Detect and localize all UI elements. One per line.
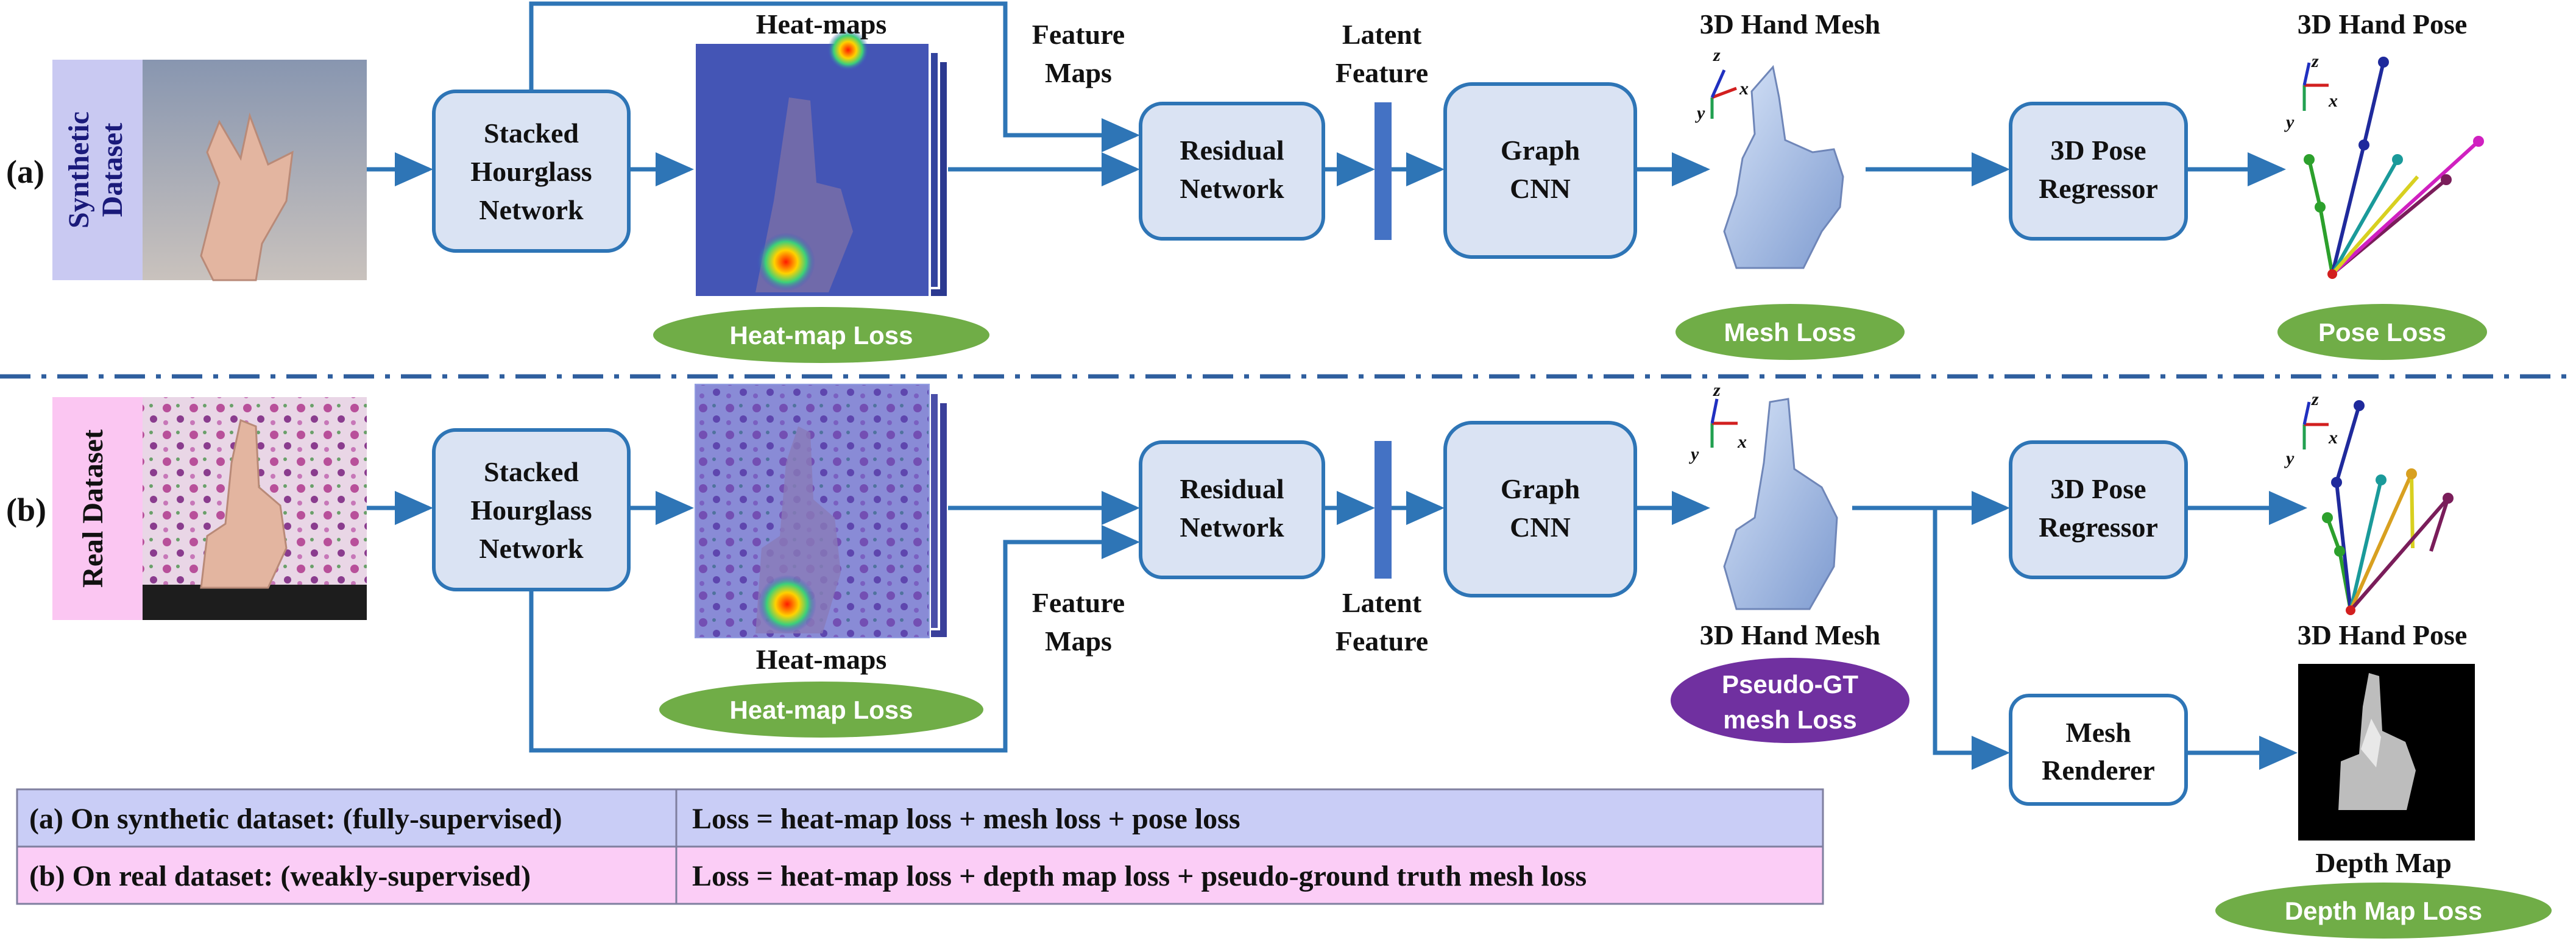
hand-mesh-label-a: 3D Hand Mesh bbox=[1700, 9, 1880, 40]
svg-text:Maps: Maps bbox=[1045, 626, 1112, 657]
depth-map-loss: Depth Map Loss bbox=[2215, 883, 2552, 939]
residual-network-b: Residual Network bbox=[1139, 440, 1325, 579]
svg-text:Network: Network bbox=[479, 533, 584, 564]
axes-icon-mesh-b: x y z bbox=[1689, 380, 1747, 464]
heatmaps-b bbox=[693, 382, 949, 640]
hand-pose-label-b: 3D Hand Pose bbox=[2298, 619, 2468, 650]
svg-text:Stacked: Stacked bbox=[484, 118, 579, 149]
latent-feature-bar-b bbox=[1375, 441, 1392, 579]
pose-loss-a: Pose Loss bbox=[2277, 304, 2487, 360]
table-row-b-loss: Loss = heat-map loss + depth map loss + … bbox=[692, 860, 1587, 892]
svg-text:Regressor: Regressor bbox=[2039, 512, 2158, 543]
depth-map-label: Depth Map bbox=[2315, 847, 2452, 878]
svg-text:Depth Map Loss: Depth Map Loss bbox=[2285, 897, 2482, 925]
3d-pose-regressor-b: 3D Pose Regressor bbox=[2009, 440, 2188, 579]
svg-text:Heat-map Loss: Heat-map Loss bbox=[729, 696, 913, 724]
feature-maps-label-a: Feature bbox=[1032, 19, 1125, 50]
svg-text:CNN: CNN bbox=[1510, 173, 1571, 204]
svg-text:Mesh: Mesh bbox=[2065, 717, 2131, 748]
svg-text:z: z bbox=[1713, 380, 1721, 400]
svg-text:x: x bbox=[2328, 428, 2338, 448]
svg-text:Maps: Maps bbox=[1045, 57, 1112, 88]
svg-text:Graph: Graph bbox=[1501, 135, 1580, 166]
depth-map-image bbox=[2298, 664, 2475, 841]
svg-text:y: y bbox=[1695, 103, 1705, 123]
stacked-hourglass-network-a: Stacked Hourglass Network bbox=[432, 90, 631, 253]
svg-text:Residual: Residual bbox=[1180, 473, 1284, 504]
loss-table: (a) On synthetic dataset: (fully-supervi… bbox=[16, 788, 1824, 905]
svg-text:Renderer: Renderer bbox=[2042, 755, 2155, 786]
hand-pose-label-a: 3D Hand Pose bbox=[2298, 9, 2468, 40]
svg-text:Regressor: Regressor bbox=[2039, 173, 2158, 204]
hand-mesh-a bbox=[1723, 65, 1844, 269]
svg-text:Heat-map Loss: Heat-map Loss bbox=[729, 321, 913, 350]
svg-text:Network: Network bbox=[1180, 173, 1284, 204]
synthetic-dataset-image: Synthetic Dataset bbox=[52, 60, 367, 281]
heatmaps-label-b: Heat-maps bbox=[756, 644, 887, 675]
svg-text:Network: Network bbox=[1180, 512, 1284, 543]
svg-text:x: x bbox=[2328, 91, 2338, 111]
residual-network-a: Residual Network bbox=[1139, 102, 1325, 241]
latent-feature-bar-a bbox=[1375, 102, 1392, 240]
table-row-a-loss: Loss = heat-map loss + mesh loss + pose … bbox=[692, 803, 1240, 835]
svg-text:z: z bbox=[1713, 45, 1721, 65]
svg-text:x: x bbox=[1737, 432, 1747, 452]
svg-text:Pose Loss: Pose Loss bbox=[2318, 318, 2446, 347]
row-a-label: (a) bbox=[6, 153, 44, 190]
hand-mesh-b bbox=[1723, 398, 1838, 610]
arrows-b bbox=[367, 491, 2307, 770]
axes-icon-pose-b: x y z bbox=[2284, 389, 2338, 468]
svg-text:z: z bbox=[2311, 51, 2319, 71]
axes-icon-mesh-a: x y z bbox=[1695, 45, 1749, 123]
svg-text:CNN: CNN bbox=[1510, 512, 1571, 543]
svg-text:y: y bbox=[1689, 444, 1699, 464]
synthetic-dataset-label: Synthetic bbox=[63, 111, 95, 228]
latent-feature-label-a: Latent bbox=[1342, 19, 1422, 50]
svg-text:Dataset: Dataset bbox=[96, 123, 129, 217]
mesh-loss-a: Mesh Loss bbox=[1675, 304, 1905, 360]
svg-text:3D Pose: 3D Pose bbox=[2050, 135, 2146, 166]
svg-text:Mesh Loss: Mesh Loss bbox=[1724, 318, 1856, 347]
svg-text:z: z bbox=[2311, 389, 2319, 409]
svg-text:3D Pose: 3D Pose bbox=[2050, 473, 2146, 504]
heatmaps-label-a: Heat-maps bbox=[756, 9, 887, 40]
heatmap-loss-b: Heat-map Loss bbox=[659, 682, 983, 738]
heatmap-loss-a: Heat-map Loss bbox=[653, 307, 989, 363]
graph-cnn-a: Graph CNN bbox=[1443, 82, 1637, 259]
svg-text:x: x bbox=[1739, 79, 1749, 99]
svg-text:Hourglass: Hourglass bbox=[470, 156, 592, 187]
hand-pose-skeleton-b bbox=[2322, 400, 2454, 615]
feature-maps-label-b: Feature bbox=[1032, 587, 1125, 618]
svg-text:Residual: Residual bbox=[1180, 135, 1284, 166]
svg-text:y: y bbox=[2284, 448, 2295, 468]
svg-text:Pseudo-GT: Pseudo-GT bbox=[1722, 670, 1858, 699]
heatmaps-a bbox=[693, 29, 949, 298]
svg-text:y: y bbox=[2284, 112, 2295, 132]
svg-text:Hourglass: Hourglass bbox=[470, 495, 592, 526]
real-dataset-label: Real Dataset bbox=[77, 429, 109, 588]
table-row-a-setting: (a) On synthetic dataset: (fully-supervi… bbox=[29, 803, 562, 835]
table-row-b-setting: (b) On real dataset: (weakly-supervised) bbox=[29, 860, 531, 892]
hand-mesh-label-b: 3D Hand Mesh bbox=[1700, 619, 1880, 650]
svg-text:mesh Loss: mesh Loss bbox=[1723, 705, 1856, 734]
svg-text:Network: Network bbox=[479, 194, 584, 225]
row-b-label: (b) bbox=[6, 492, 46, 528]
graph-cnn-b: Graph CNN bbox=[1443, 421, 1637, 597]
svg-text:Feature: Feature bbox=[1336, 626, 1428, 657]
hand-pose-skeleton-a bbox=[2304, 57, 2484, 279]
stacked-hourglass-network-b: Stacked Hourglass Network bbox=[432, 428, 631, 591]
svg-text:Stacked: Stacked bbox=[484, 456, 579, 487]
axes-icon-pose-a: x y z bbox=[2284, 51, 2338, 132]
pseudo-gt-mesh-loss: Pseudo-GT mesh Loss bbox=[1671, 658, 1909, 743]
real-dataset-image: Real Dataset bbox=[52, 397, 367, 620]
svg-text:Graph: Graph bbox=[1501, 473, 1580, 504]
mesh-renderer: Mesh Renderer bbox=[2009, 694, 2188, 806]
arrows-a bbox=[367, 1, 2286, 186]
latent-feature-label-b: Latent bbox=[1342, 587, 1422, 618]
svg-text:Feature: Feature bbox=[1336, 57, 1428, 88]
3d-pose-regressor-a: 3D Pose Regressor bbox=[2009, 102, 2188, 241]
